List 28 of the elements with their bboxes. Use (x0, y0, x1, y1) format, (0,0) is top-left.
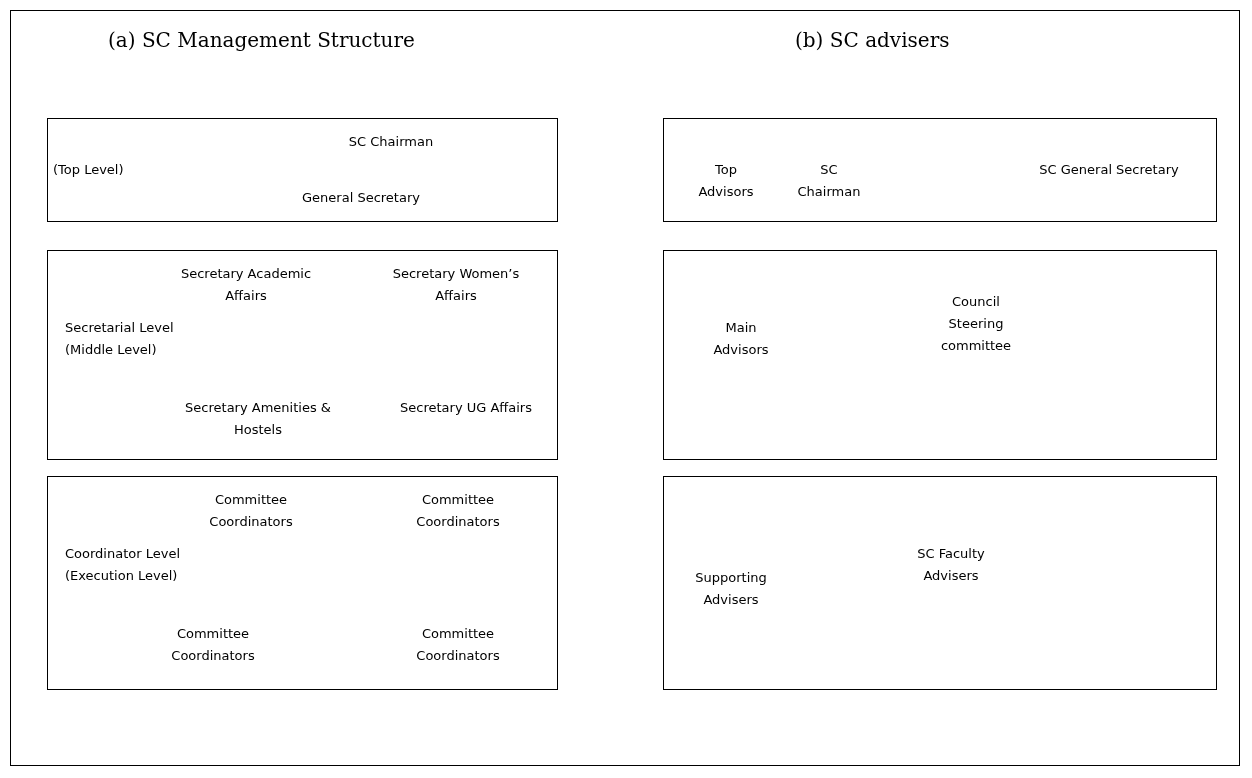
role-label: Secretary Academic Affairs (179, 265, 313, 305)
level-box (47, 476, 558, 690)
role-label: Secretary Amenities & Hostels (184, 399, 332, 439)
level-label: Secretarial Level (Middle Level) (65, 319, 175, 359)
role-label: Main Advisors (712, 319, 770, 359)
role-label: Supporting Advisers (694, 569, 768, 609)
role-label: SC Chairman (796, 161, 862, 201)
role-label: Council Steering committee (939, 293, 1013, 355)
role-label: Committee Coordinators (170, 625, 256, 665)
role-label: SC Faculty Advisers (916, 545, 986, 585)
level-label: (Top Level) (53, 161, 125, 179)
role-label: SC Chairman (347, 133, 435, 151)
level-box (47, 250, 558, 460)
role-label: Secretary UG Affairs (399, 399, 533, 417)
level-label: Coordinator Level (Execution Level) (65, 545, 181, 585)
role-label: SC General Secretary (1039, 161, 1179, 179)
section-heading: (b) SC advisers (795, 28, 950, 52)
role-label: Secretary Women’s Affairs (391, 265, 521, 305)
role-label: Committee Coordinators (208, 491, 294, 531)
level-box (663, 476, 1217, 690)
section-heading: (a) SC Management Structure (108, 28, 415, 52)
level-box (663, 118, 1217, 222)
role-label: Committee Coordinators (415, 491, 501, 531)
role-label: Committee Coordinators (415, 625, 501, 665)
role-label: General Secretary (301, 189, 421, 207)
level-box (47, 118, 558, 222)
role-label: Top Advisors (697, 161, 755, 201)
level-box (663, 250, 1217, 460)
